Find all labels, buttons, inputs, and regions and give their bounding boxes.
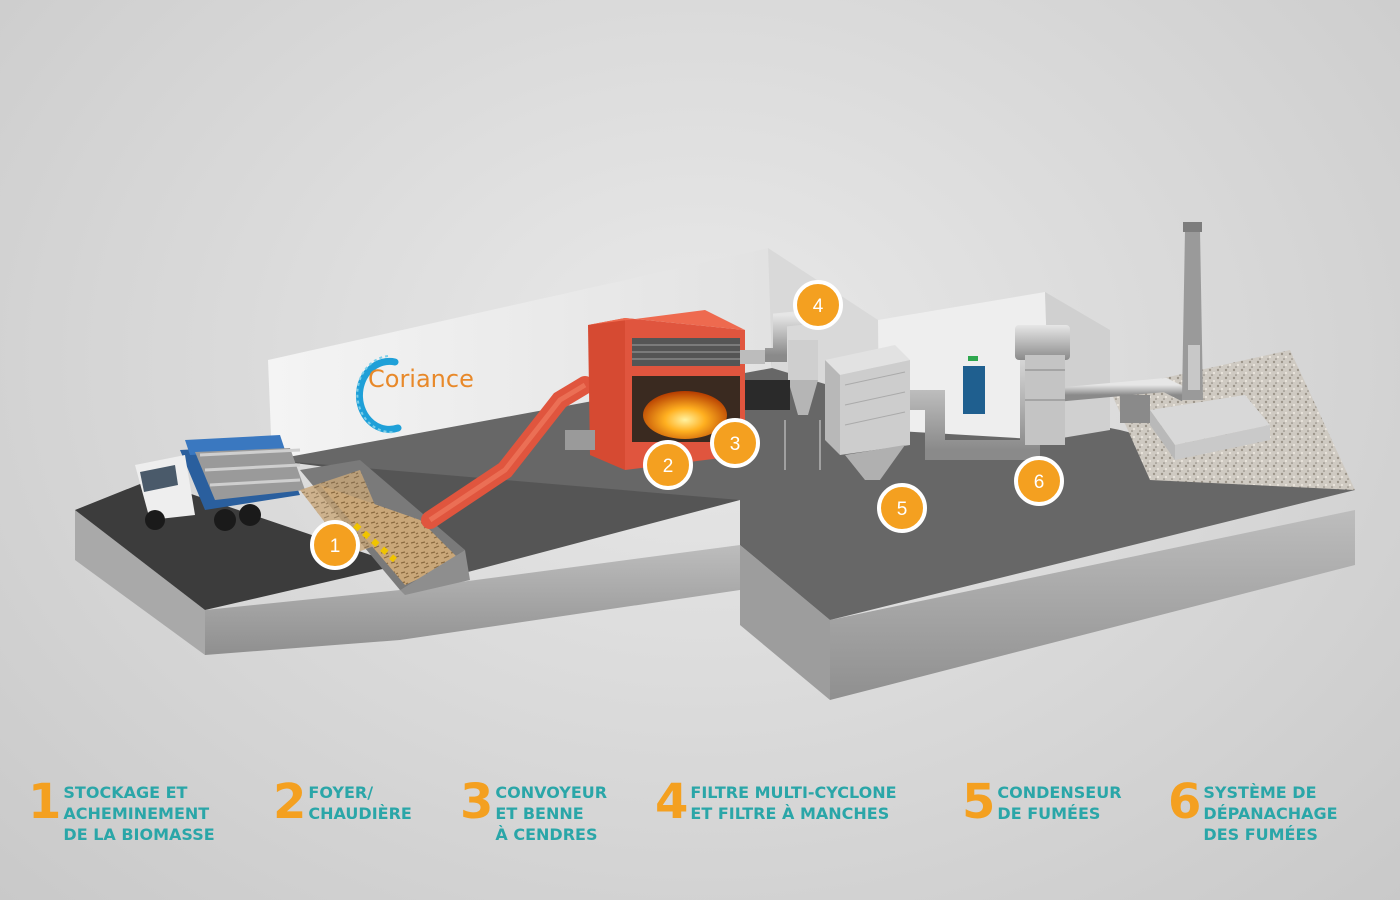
legend-line: ET BENNE — [495, 804, 584, 823]
legend-line: À CENDRES — [495, 825, 598, 844]
legend-line: FOYER/ — [308, 783, 374, 802]
legend-label: FOYER/ CHAUDIÈRE — [308, 780, 411, 824]
legend-line: DE FUMÉES — [997, 804, 1101, 823]
fan-unit — [1120, 395, 1150, 423]
legend-label: SYSTÈME DE DÉPANACHAGE DES FUMÉES — [1203, 780, 1337, 845]
logo-text: Coriance — [368, 365, 474, 393]
bag-filter — [825, 345, 910, 480]
marker-1: 1 — [310, 520, 360, 570]
legend-number: 1 — [28, 774, 62, 830]
legend-line: CHAUDIÈRE — [308, 804, 412, 823]
marker-3: 3 — [710, 418, 760, 468]
legend-line: DES FUMÉES — [1203, 825, 1318, 844]
fire — [643, 391, 727, 439]
legend-item-6: 6 SYSTÈME DE DÉPANACHAGE DES FUMÉES — [1168, 774, 1338, 845]
legend-number: 5 — [962, 774, 996, 830]
legend: 1 STOCKAGE ET ACHEMINEMENT DE LA BIOMASS… — [28, 774, 1378, 860]
hazard-stripe — [353, 522, 397, 563]
legend-number: 4 — [655, 774, 689, 830]
legend-label: FILTRE MULTI-CYCLONE ET FILTRE À MANCHES — [690, 780, 896, 824]
condenser — [1015, 325, 1070, 445]
legend-line: ACHEMINEMENT — [63, 804, 210, 823]
marker-6-label: 6 — [1034, 472, 1045, 493]
legend-line: ET FILTRE À MANCHES — [690, 804, 890, 823]
marker-1-label: 1 — [330, 536, 341, 557]
multi-cyclone — [784, 340, 821, 470]
legend-number: 6 — [1168, 774, 1202, 830]
legend-line: DE LA BIOMASSE — [63, 825, 215, 844]
marker-5-label: 5 — [897, 499, 908, 520]
legend-item-1: 1 STOCKAGE ET ACHEMINEMENT DE LA BIOMASS… — [28, 774, 215, 845]
legend-item-2: 2 FOYER/ CHAUDIÈRE — [273, 774, 412, 830]
legend-label: CONVOYEUR ET BENNE À CENDRES — [495, 780, 607, 845]
stack — [1120, 222, 1270, 460]
legend-label: STOCKAGE ET ACHEMINEMENT DE LA BIOMASSE — [63, 780, 214, 845]
marker-6: 6 — [1014, 456, 1064, 506]
marker-2: 2 — [643, 440, 693, 490]
legend-line: STOCKAGE ET — [63, 783, 188, 802]
door — [963, 366, 985, 414]
marker-4-label: 4 — [813, 296, 824, 317]
conveyor — [421, 376, 594, 529]
legend-item-4: 4 FILTRE MULTI-CYCLONE ET FILTRE À MANCH… — [655, 774, 897, 830]
legend-number: 2 — [273, 774, 307, 830]
legend-line: DÉPANACHAGE — [1203, 804, 1338, 823]
legend-item-3: 3 CONVOYEUR ET BENNE À CENDRES — [460, 774, 607, 845]
legend-number: 3 — [460, 774, 494, 830]
legend-line: FILTRE MULTI-CYCLONE — [690, 783, 897, 802]
legend-item-5: 5 CONDENSEUR DE FUMÉES — [962, 774, 1122, 830]
marker-5: 5 — [877, 483, 927, 533]
coriance-logo: Coriance — [355, 355, 474, 434]
marker-2-label: 2 — [663, 456, 674, 477]
legend-line: SYSTÈME DE — [1203, 783, 1317, 802]
legend-label: CONDENSEUR DE FUMÉES — [997, 780, 1121, 824]
truck — [135, 435, 305, 531]
ash-skip — [745, 380, 790, 410]
marker-4: 4 — [793, 280, 843, 330]
legend-line: CONDENSEUR — [997, 783, 1122, 802]
exit-sign — [968, 356, 978, 361]
marker-3-label: 3 — [730, 434, 741, 455]
legend-line: CONVOYEUR — [495, 783, 608, 802]
